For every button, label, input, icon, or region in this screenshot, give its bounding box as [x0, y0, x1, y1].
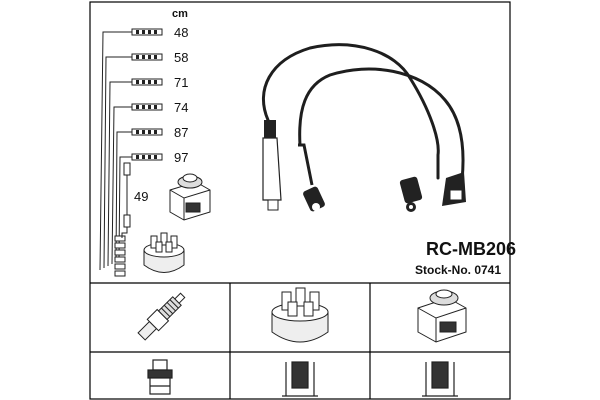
length-label: 58 — [174, 50, 188, 65]
length-label: 48 — [174, 25, 188, 40]
ignition-coil-large-icon — [417, 289, 467, 343]
length-label: 74 — [174, 100, 188, 115]
coil-lead — [121, 162, 131, 238]
length-row: 97 — [123, 150, 188, 165]
distributor-cap-icon — [143, 232, 185, 273]
frame — [89, 1, 511, 400]
length-row: 71 — [123, 75, 188, 90]
cap-terminal-icon — [282, 361, 318, 397]
wire-terminals — [262, 120, 466, 212]
plug-terminal-icon — [147, 359, 173, 395]
length-row: 58 — [123, 50, 188, 65]
stock-number: Stock-No. 0741 — [415, 263, 501, 277]
length-diagram: cm 48 58 71 74 87 97 49 — [99, 8, 211, 277]
coil-lead-length: 49 — [134, 189, 148, 204]
ignition-coil-icon — [169, 173, 211, 221]
length-label: 87 — [174, 125, 188, 140]
distributor-cap-large-icon — [271, 287, 329, 343]
length-row: 48 — [123, 25, 188, 40]
spark-plug-icon — [137, 292, 186, 341]
length-label: 97 — [174, 150, 188, 165]
unit-label: cm — [172, 8, 188, 20]
length-rows: 48 58 71 74 87 97 — [123, 25, 188, 165]
length-row: 74 — [123, 100, 188, 115]
wire-bundle — [99, 31, 123, 271]
part-number: RC-MB206 — [426, 239, 516, 259]
length-label: 71 — [174, 75, 188, 90]
length-row: 87 — [123, 125, 188, 140]
bundle-connectors — [114, 235, 126, 277]
ignition-wire-set — [262, 43, 465, 194]
coil-terminal-icon — [422, 361, 458, 397]
